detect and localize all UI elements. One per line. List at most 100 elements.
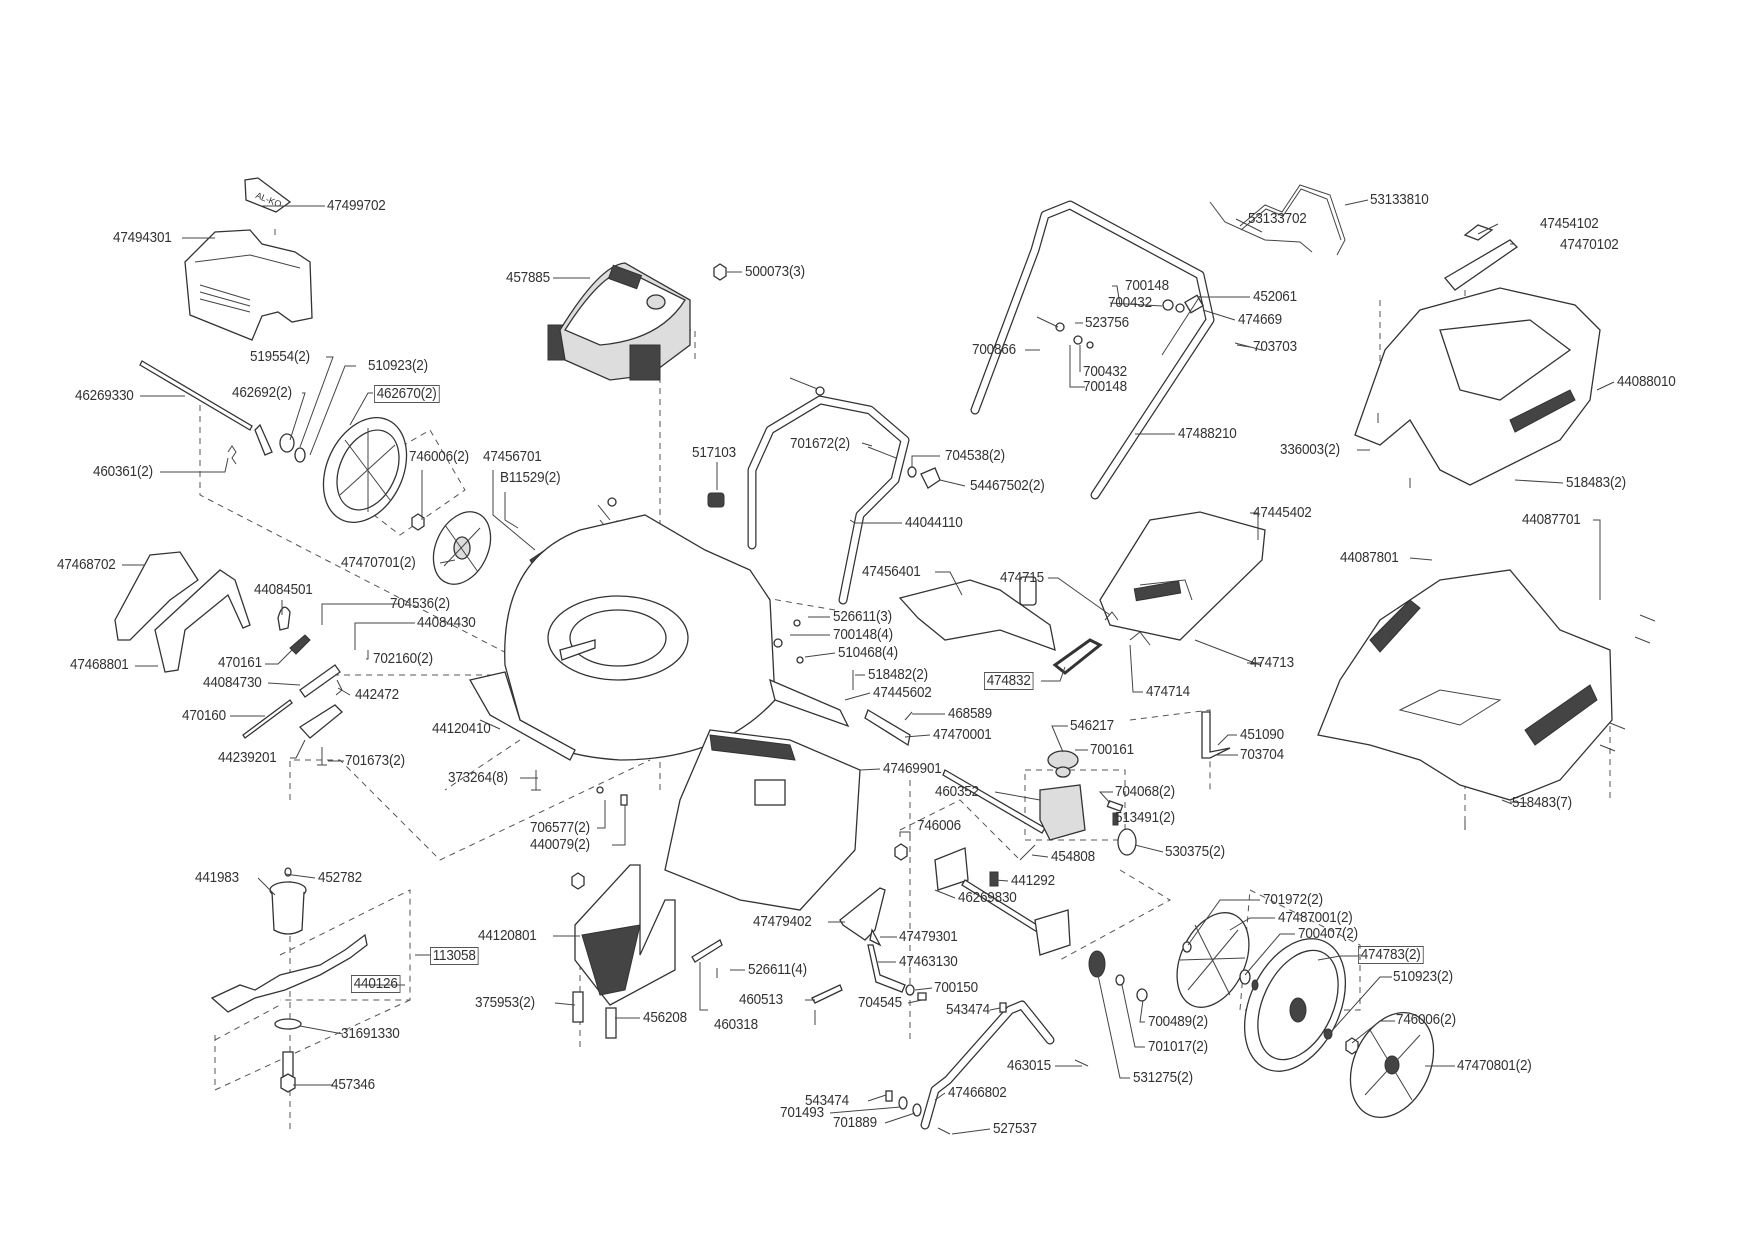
part-label: 46269330	[75, 387, 134, 404]
part-label: 44084501	[254, 581, 313, 598]
handle-fittings	[1036, 294, 1263, 356]
mower-deck-part	[469, 514, 776, 761]
gear-531275	[1088, 950, 1106, 978]
part-label: 452061	[1253, 288, 1297, 305]
washer-31691330	[274, 1018, 302, 1030]
part-label: 47499702	[327, 197, 386, 214]
engine-part	[547, 262, 691, 381]
screw-701673	[317, 747, 327, 766]
part-label: 47470801(2)	[1457, 1057, 1532, 1074]
part-label: 47488210	[1178, 425, 1237, 442]
part-label: 47468702	[57, 556, 116, 573]
part-label: 47494301	[113, 229, 172, 246]
blade-adapter-441983	[269, 881, 307, 935]
part-label: 463015	[1007, 1057, 1051, 1074]
bolt-457346	[280, 1051, 296, 1093]
part-label: 373264(8)	[448, 769, 508, 786]
part-label: 523756	[1085, 314, 1129, 331]
part-label: 701889	[833, 1114, 877, 1131]
part-label: 460361(2)	[93, 463, 153, 480]
engine-cover-part	[184, 229, 313, 341]
part-label: 500073(3)	[745, 263, 805, 280]
knob-54467502	[907, 466, 941, 489]
part-label: 543474	[946, 1001, 990, 1018]
part-label: 517103	[692, 444, 736, 461]
part-label: 704538(2)	[945, 447, 1005, 464]
part-label: 460352	[935, 783, 979, 800]
blade-440126	[210, 933, 368, 1013]
part-label: 518483(7)	[1512, 794, 1572, 811]
leader-lines	[122, 199, 1615, 1135]
spring-460361	[227, 445, 237, 465]
bail-bar-53133810	[1239, 184, 1346, 256]
part-label: 47463130	[899, 953, 958, 970]
part-label: 441983	[195, 869, 239, 886]
part-label: 440079(2)	[530, 836, 590, 853]
part-label: 700489(2)	[1148, 1013, 1208, 1030]
pin-704068	[1106, 799, 1124, 813]
part-label: 451090	[1240, 726, 1284, 743]
part-label: 456208	[643, 1009, 687, 1026]
part-label-boxed: 440126	[351, 975, 401, 993]
spring-474714	[1129, 631, 1151, 646]
part-label: 474713	[1250, 654, 1294, 671]
brackets-460318-460513	[691, 939, 843, 1025]
part-label: 44044110	[905, 514, 963, 531]
part-label: 54467502(2)	[970, 477, 1045, 494]
part-label: 47454102	[1540, 215, 1599, 232]
part-label: 702160(2)	[373, 650, 433, 667]
part-label: 375953(2)	[475, 994, 535, 1011]
part-label: 44120801	[478, 927, 537, 944]
cable-53133702	[1209, 201, 1313, 253]
part-label: 47468801	[70, 656, 129, 673]
part-label: 53133810	[1370, 191, 1429, 208]
spring-513491	[1112, 812, 1119, 826]
alko-badge-part: AL-KO	[244, 177, 292, 213]
rear-flap-lower	[154, 569, 251, 673]
screw-373264	[531, 770, 541, 791]
part-label: 44084730	[203, 674, 262, 691]
part-label: 47445402	[1253, 504, 1312, 521]
part-label: 703704	[1240, 746, 1284, 763]
part-label: 700432	[1108, 294, 1152, 311]
part-label: 44239201	[218, 749, 277, 766]
bracket-44084730	[299, 664, 341, 698]
grass-box-lower-44087801	[1317, 569, 1613, 801]
part-label: 53133702	[1248, 210, 1307, 227]
part-label: 47456701	[483, 448, 542, 465]
part-label: 457346	[331, 1076, 375, 1093]
part-label: 531275(2)	[1133, 1069, 1193, 1086]
bolt-701672	[789, 377, 897, 459]
part-label: 526611(4)	[748, 961, 807, 978]
part-label: 47456401	[862, 563, 921, 580]
washer-510923	[294, 447, 306, 463]
rod-454808	[1019, 844, 1036, 861]
screws-526611-510468	[773, 619, 804, 664]
hubcap-47470701	[432, 511, 492, 585]
spring-517103	[707, 492, 725, 508]
part-label: 527537	[993, 1120, 1037, 1137]
part-label: 44084430	[417, 614, 476, 631]
clip-441292	[989, 871, 999, 887]
part-label: 704536(2)	[390, 595, 450, 612]
part-label: 47466802	[948, 1084, 1007, 1101]
part-label: 701972(2)	[1263, 891, 1323, 908]
part-label: 474669	[1238, 311, 1282, 328]
label-47454102	[1463, 224, 1494, 241]
nut-746006	[894, 843, 908, 861]
part-label: 47479301	[899, 928, 958, 945]
part-label: 474715	[1000, 569, 1044, 586]
height-lever-part	[920, 1000, 1055, 1130]
part-label: 47469901	[883, 760, 942, 777]
part-label: 706577(2)	[530, 819, 590, 836]
part-label: 746006(2)	[1396, 1011, 1456, 1028]
part-label: 460318	[714, 1016, 758, 1033]
part-label-boxed: 474832	[984, 672, 1034, 690]
part-label: 510923(2)	[368, 357, 428, 374]
part-label: 700866	[972, 341, 1016, 358]
part-label: 700407(2)	[1298, 925, 1358, 942]
mulch-insert-part	[574, 864, 676, 1006]
upper-handle-part	[970, 200, 1215, 500]
part-label: 526611(3)	[833, 608, 892, 625]
